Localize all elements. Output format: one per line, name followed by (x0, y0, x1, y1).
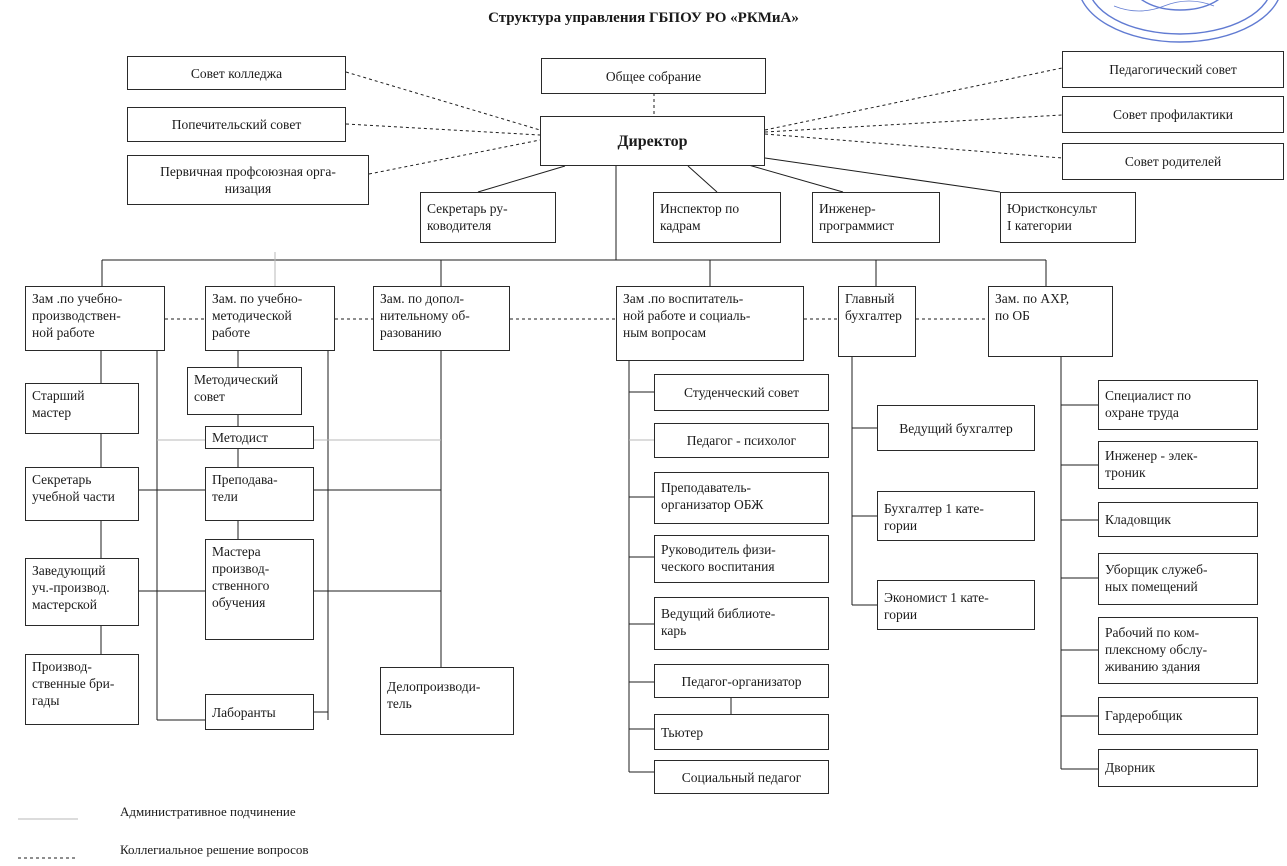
node-psiholog: Педагог - психолог (654, 423, 829, 458)
node-zam-ahr: Зам. по АХР, по ОБ (988, 286, 1113, 357)
node-starshiy-master: Старший мастер (25, 383, 139, 434)
node-yurist: Юристконсульт I категории (1000, 192, 1136, 243)
node-laboranty: Лаборанты (205, 694, 314, 730)
node-prepodavateli: Преподава- тели (205, 467, 314, 521)
node-metodist: Методист (205, 426, 314, 449)
diagram-title: Структура управления ГБПОУ РО «РКМиА» (488, 10, 799, 26)
legend-admin-label: Административное подчинение (120, 804, 296, 819)
node-stud-sovet: Студенческий совет (654, 374, 829, 411)
node-sekretar-ruk: Секретарь ру- ководителя (420, 192, 556, 243)
official-stamp-seal (1081, 0, 1279, 43)
node-popechitelsky-sovet: Попечительский совет (127, 107, 346, 142)
node-garderobshchik: Гардеробщик (1098, 697, 1258, 735)
node-zav-masterskoy: Заведующий уч.-производ. мастерской (25, 558, 139, 626)
node-zam-vosp: Зам .по воспитатель- ной работе и социал… (616, 286, 804, 361)
node-prep-obzh: Преподаватель- организатор ОБЖ (654, 472, 829, 524)
node-kladovshchik: Кладовщик (1098, 502, 1258, 537)
node-obshchee-sobranie: Общее собрание (541, 58, 766, 94)
node-zam-dop: Зам. по допол- нительному об- разованию (373, 286, 510, 351)
node-profsoyuz: Первичная профсоюзная орга- низация (127, 155, 369, 205)
node-zam-umr: Зам. по учебно- методической работе (205, 286, 335, 351)
node-inspektor-kadry: Инспектор по кадрам (653, 192, 781, 243)
node-ruk-fizvosp: Руководитель физи- ческого воспитания (654, 535, 829, 583)
node-glav-buh: Главный бухгалтер (838, 286, 916, 357)
node-sovet-profilaktiki: Совет профилактики (1062, 96, 1284, 133)
node-brigady: Производ- ственные бри- гады (25, 654, 139, 725)
node-dvornik: Дворник (1098, 749, 1258, 787)
node-sovet-kolledzha: Совет колледжа (127, 56, 346, 90)
legend-collegial-label: Коллегиальное решение вопросов (120, 842, 309, 857)
node-ped-organizator: Педагог-организатор (654, 664, 829, 698)
node-ped-sovet: Педагогический совет (1062, 51, 1284, 88)
node-sekretar-uch: Секретарь учебной части (25, 467, 139, 521)
node-spec-ohrana: Специалист по охране труда (1098, 380, 1258, 430)
node-deloproizvoditel: Делопроизводи- тель (380, 667, 514, 735)
node-ekonomist: Экономист 1 кате- гории (877, 580, 1035, 630)
node-metod-sovet: Методический совет (187, 367, 302, 415)
node-inzhener-programmist: Инженер- программист (812, 192, 940, 243)
node-soc-pedagog: Социальный педагог (654, 760, 829, 794)
node-ved-buh: Ведущий бухгалтер (877, 405, 1035, 451)
node-bibliotekar: Ведущий библиоте- карь (654, 597, 829, 650)
node-zam-upr: Зам .по учебно- производствен- ной работ… (25, 286, 165, 351)
node-uborshchik: Уборщик служеб- ных помещений (1098, 553, 1258, 605)
node-buh1: Бухгалтер 1 кате- гории (877, 491, 1035, 541)
node-mastera: Мастера производ- ственного обучения (205, 539, 314, 640)
node-rabochiy: Рабочий по ком- плексному обслу- живанию… (1098, 617, 1258, 684)
node-tyutor: Тьютер (654, 714, 829, 750)
node-inzh-elektronik: Инженер - элек- троник (1098, 441, 1258, 489)
node-sovet-roditeley: Совет родителей (1062, 143, 1284, 180)
node-director: Директор (540, 116, 765, 166)
